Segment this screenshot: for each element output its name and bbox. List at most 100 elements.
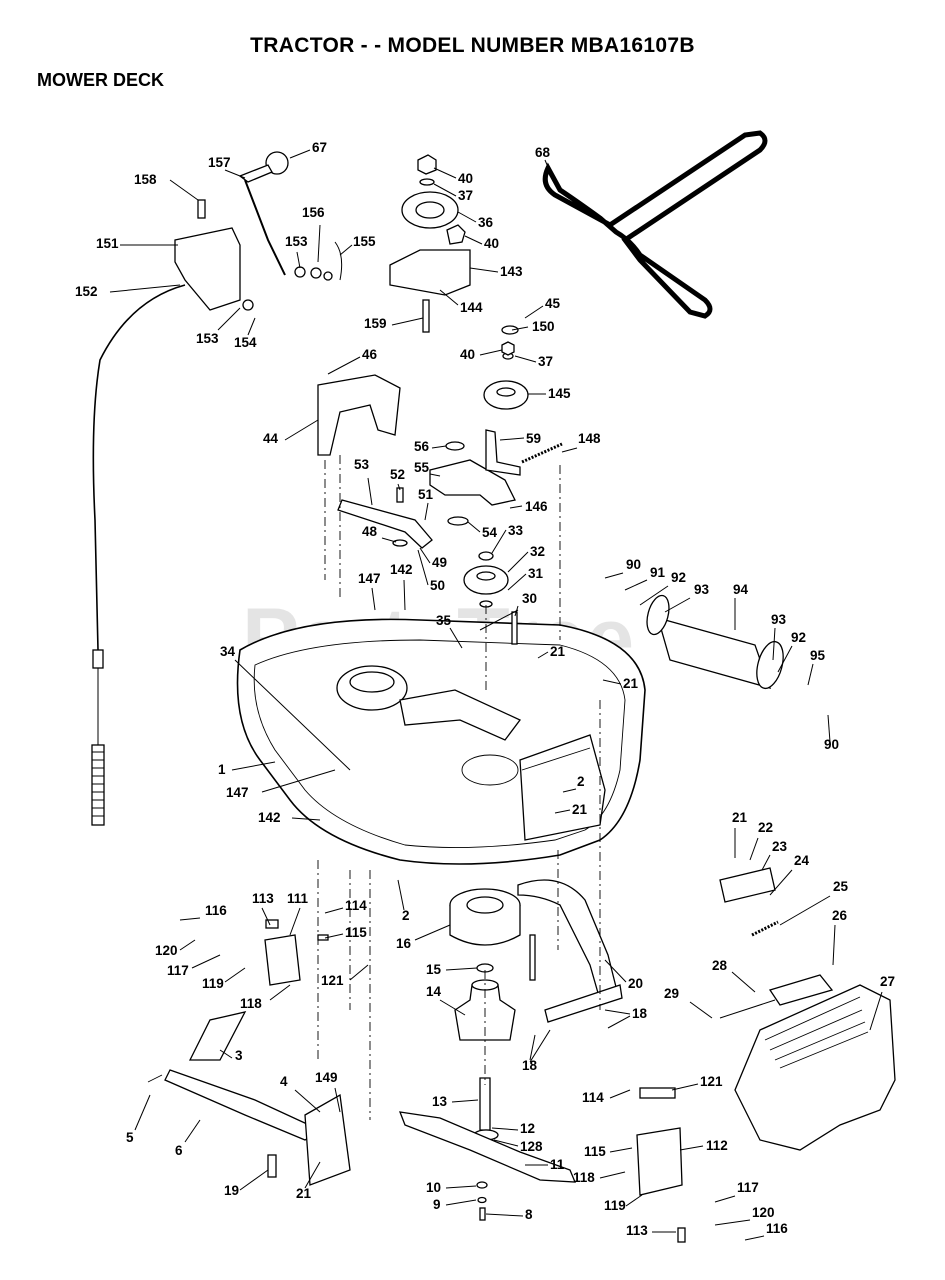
callout-label-53: 53	[354, 457, 370, 472]
leader-line-51	[424, 502, 429, 521]
callout-label-30: 30	[522, 591, 537, 606]
callout-label-29: 29	[664, 986, 679, 1001]
leader-line-144	[439, 289, 459, 306]
callout-label-52: 52	[390, 467, 405, 482]
callout-label-4: 4	[280, 1074, 288, 1089]
callout-label-115: 115	[345, 925, 367, 940]
leader-line-3	[219, 1049, 233, 1059]
callout-label-92: 92	[671, 570, 686, 585]
leader-line-155	[339, 244, 353, 256]
callout-label-8: 8	[525, 1207, 533, 1222]
leader-line-23	[761, 854, 771, 871]
callout-label-142: 142	[258, 810, 281, 825]
leader-line-1	[231, 761, 276, 771]
leader-line-55	[429, 473, 441, 477]
leader-line-121	[671, 1083, 699, 1091]
callout-label-154: 154	[234, 335, 257, 350]
leader-line-15	[445, 967, 478, 971]
leader-line-12	[491, 1127, 519, 1131]
callout-label-120: 120	[155, 943, 178, 958]
leader-line-8	[485, 1213, 524, 1217]
callout-label-117: 117	[737, 1180, 759, 1195]
leader-line-5	[134, 1094, 151, 1131]
callout-label-31: 31	[528, 566, 544, 581]
callout-label-151: 151	[96, 236, 119, 251]
leader-line-21	[537, 651, 549, 659]
leader-line-29	[689, 1001, 713, 1019]
callout-label-118: 118	[240, 996, 262, 1011]
section-subtitle: MOWER DECK	[37, 70, 164, 90]
callout-label-156: 156	[302, 205, 325, 220]
leader-line-33	[491, 529, 507, 554]
callout-label-14: 14	[426, 984, 442, 999]
callout-label-153: 153	[196, 331, 219, 346]
leader-line-18	[604, 1009, 631, 1015]
leader-line-91	[624, 579, 648, 591]
callout-label-6: 6	[175, 1143, 183, 1158]
leader-line-113	[261, 907, 271, 926]
callout-label-50: 50	[430, 578, 445, 593]
callout-label-16: 16	[396, 936, 412, 951]
leader-line-116	[179, 917, 201, 921]
callout-label-11: 11	[550, 1157, 565, 1172]
callout-label-93: 93	[771, 612, 787, 627]
leader-line-28	[731, 971, 756, 993]
leader-line-59	[499, 437, 525, 441]
callout-label-32: 32	[530, 544, 545, 559]
leader-line-147	[371, 587, 376, 611]
leader-line-92	[639, 585, 669, 606]
callout-label-159: 159	[364, 316, 387, 331]
leader-line-53	[367, 477, 373, 506]
leader-line-142	[403, 579, 406, 611]
callout-label-46: 46	[362, 347, 378, 362]
leader-line-32	[507, 551, 529, 573]
leader-line-31	[507, 573, 527, 591]
leader-line-9	[445, 1199, 477, 1206]
leader-line-46	[327, 356, 361, 375]
leader-line-116	[744, 1235, 765, 1241]
callout-label-153: 153	[285, 234, 308, 249]
leader-line-158	[169, 179, 199, 201]
leader-line-153	[296, 251, 301, 269]
callout-label-54: 54	[482, 525, 498, 540]
callout-label-28: 28	[712, 958, 728, 973]
leader-line-54	[467, 521, 481, 533]
leader-line-119	[625, 1194, 643, 1207]
callout-label-37: 37	[458, 188, 473, 203]
leader-line-112	[679, 1145, 704, 1151]
leader-line-18	[529, 1034, 536, 1061]
callout-label-155: 155	[353, 234, 376, 249]
parts-artwork	[91, 130, 896, 1243]
leader-line-150	[511, 326, 529, 331]
leader-line-95	[807, 663, 814, 686]
callout-label-55: 55	[414, 460, 430, 475]
leader-line-154	[247, 317, 256, 336]
alignment-lines	[317, 455, 601, 1120]
callout-label-51: 51	[418, 487, 434, 502]
leader-line-111	[289, 907, 301, 936]
leader-line-10	[445, 1185, 477, 1189]
callout-label-113: 113	[626, 1223, 648, 1238]
leader-line-128	[493, 1139, 519, 1147]
leader-line-22	[749, 837, 759, 861]
leader-line-40	[479, 349, 503, 356]
callout-label-149: 149	[315, 1070, 338, 1085]
leader-line-21	[304, 1161, 321, 1189]
callout-label-157: 157	[208, 155, 231, 170]
leader-line-52	[397, 483, 401, 491]
callout-label-1: 1	[218, 762, 226, 777]
leader-line-24	[769, 869, 793, 896]
leader-line-120	[714, 1219, 751, 1226]
callout-label-143: 143	[500, 264, 523, 279]
callout-label-111: 111	[287, 891, 309, 906]
leader-line-30	[479, 609, 519, 631]
callout-label-37: 37	[538, 354, 553, 369]
callout-label-90: 90	[824, 737, 839, 752]
leader-line-152	[109, 284, 181, 293]
callout-label-121: 121	[700, 1074, 723, 1089]
callout-label-25: 25	[833, 879, 849, 894]
callout-label-34: 34	[220, 644, 236, 659]
leader-line-27	[869, 991, 883, 1031]
callout-label-18: 18	[522, 1058, 538, 1073]
